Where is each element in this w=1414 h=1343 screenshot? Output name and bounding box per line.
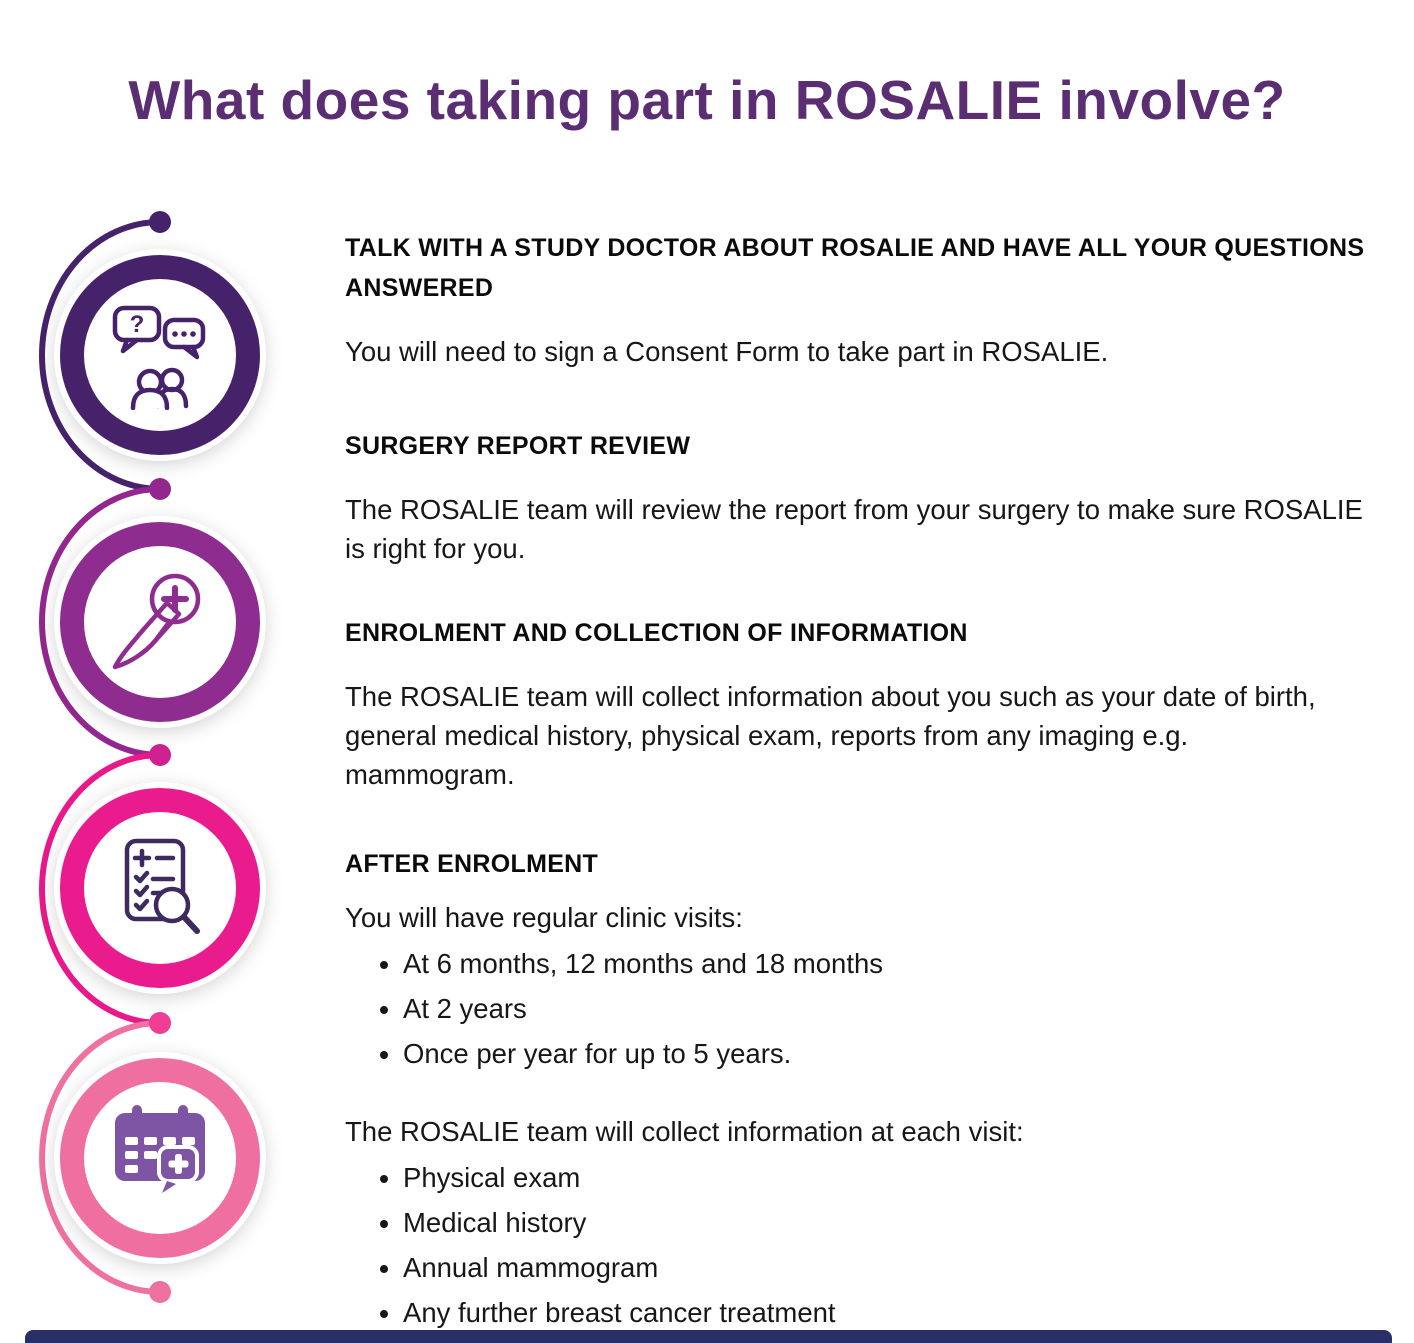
svg-text:?: ? <box>130 311 145 338</box>
list-item: Any further breast cancer treatment <box>403 1290 1365 1335</box>
timeline-dot-1 <box>149 211 171 233</box>
list-item: Physical exam <box>403 1155 1365 1200</box>
timeline-dot-3 <box>149 744 171 766</box>
section-consent: TALK WITH A STUDY DOCTOR ABOUT ROSALIE A… <box>345 228 1365 371</box>
timeline-arc-3 <box>39 752 163 1026</box>
section-enrolment: ENROLMENT AND COLLECTION OF INFORMATION … <box>345 613 1365 794</box>
section-heading: SURGERY REPORT REVIEW <box>345 432 691 461</box>
surgery-report-icon <box>112 573 201 670</box>
list-item: At 6 months, 12 months and 18 months <box>403 941 1365 986</box>
footer-bar <box>25 1330 1392 1343</box>
step-4-circle <box>60 1058 260 1258</box>
section-after-enrolment: AFTER ENROLMENT You will have regular cl… <box>345 844 1365 1335</box>
list-item: Annual mammogram <box>403 1245 1365 1290</box>
timeline-dot-5 <box>149 1281 171 1303</box>
timeline-connector <box>39 211 171 1303</box>
list-item: Once per year for up to 5 years. <box>403 1031 1365 1076</box>
section-body: You will need to sign a Consent Form to … <box>345 336 1109 367</box>
step-1-circle: ? <box>60 255 260 455</box>
section-heading: ENROLMENT AND COLLECTION OF INFORMATION <box>345 619 968 648</box>
section-body: The ROSALIE team will collect informatio… <box>345 1116 1024 1148</box>
timeline-arc-2 <box>39 486 163 758</box>
step-2-circle <box>60 522 260 722</box>
content-column: TALK WITH A STUDY DOCTOR ABOUT ROSALIE A… <box>345 228 1365 1335</box>
timeline-dot-4 <box>149 1012 171 1034</box>
calendar-visit-icon <box>115 1105 205 1193</box>
visit-collection-list: Physical exam Medical history Annual mam… <box>345 1155 1365 1335</box>
timeline-arc-4 <box>39 1020 163 1295</box>
list-item: At 2 years <box>403 986 1365 1031</box>
timeline-arc-1 <box>39 219 163 492</box>
chat-question-icon: ? <box>112 305 206 410</box>
timeline-dot-2 <box>149 478 171 500</box>
page-title: What does taking part in ROSALIE involve… <box>128 69 1286 131</box>
section-body: The ROSALIE team will collect informatio… <box>345 681 1316 791</box>
step-3-circle <box>60 788 260 988</box>
clinic-visits-list: At 6 months, 12 months and 18 months At … <box>345 941 1365 1076</box>
list-item: Medical history <box>403 1200 1365 1245</box>
section-surgery-review: SURGERY REPORT REVIEW The ROSALIE team w… <box>345 426 1365 568</box>
section-heading: TALK WITH A STUDY DOCTOR ABOUT ROSALIE A… <box>345 234 1365 302</box>
section-body: You will have regular clinic visits: <box>345 902 743 934</box>
section-heading: AFTER ENROLMENT <box>345 850 599 879</box>
report-review-icon <box>124 838 200 934</box>
section-body: The ROSALIE team will review the report … <box>345 494 1363 565</box>
